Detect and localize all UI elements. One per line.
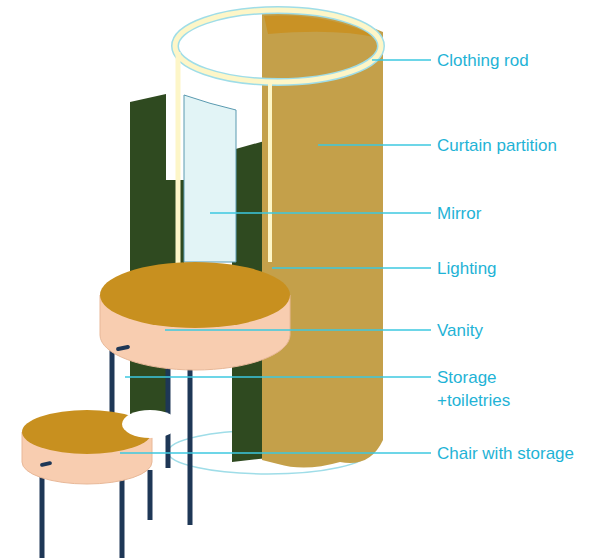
vanity-leg <box>188 365 193 525</box>
callout-label: Mirror <box>437 202 481 225</box>
callout-label: Lighting <box>437 257 497 280</box>
chair-leg <box>40 470 45 558</box>
callout-label: Curtain partition <box>437 134 557 157</box>
chair-leg <box>148 470 153 520</box>
callout-label: Vanity <box>437 319 483 342</box>
rod-outline <box>175 10 381 82</box>
leader-line <box>120 452 431 454</box>
vanity-top <box>100 262 290 328</box>
chair-notch <box>122 410 178 438</box>
leader-lines <box>120 60 431 453</box>
rod-post <box>176 52 181 265</box>
lighting-strip <box>268 82 272 262</box>
callout-label: Storage +toiletries <box>437 366 537 412</box>
drawer-handle <box>40 461 53 467</box>
drawer-handle <box>116 345 131 352</box>
leader-line <box>272 267 431 269</box>
mirror <box>184 95 236 262</box>
leader-line <box>165 329 431 331</box>
leader-line <box>210 212 431 214</box>
leader-line <box>125 376 431 378</box>
callout-label: Clothing rod <box>437 49 529 72</box>
leader-line <box>318 144 431 146</box>
side-panel <box>166 180 184 270</box>
leader-line <box>372 59 431 61</box>
clothing-rod <box>175 10 381 82</box>
callout-label: Chair with storage <box>437 442 574 465</box>
chair-leg <box>120 478 125 558</box>
